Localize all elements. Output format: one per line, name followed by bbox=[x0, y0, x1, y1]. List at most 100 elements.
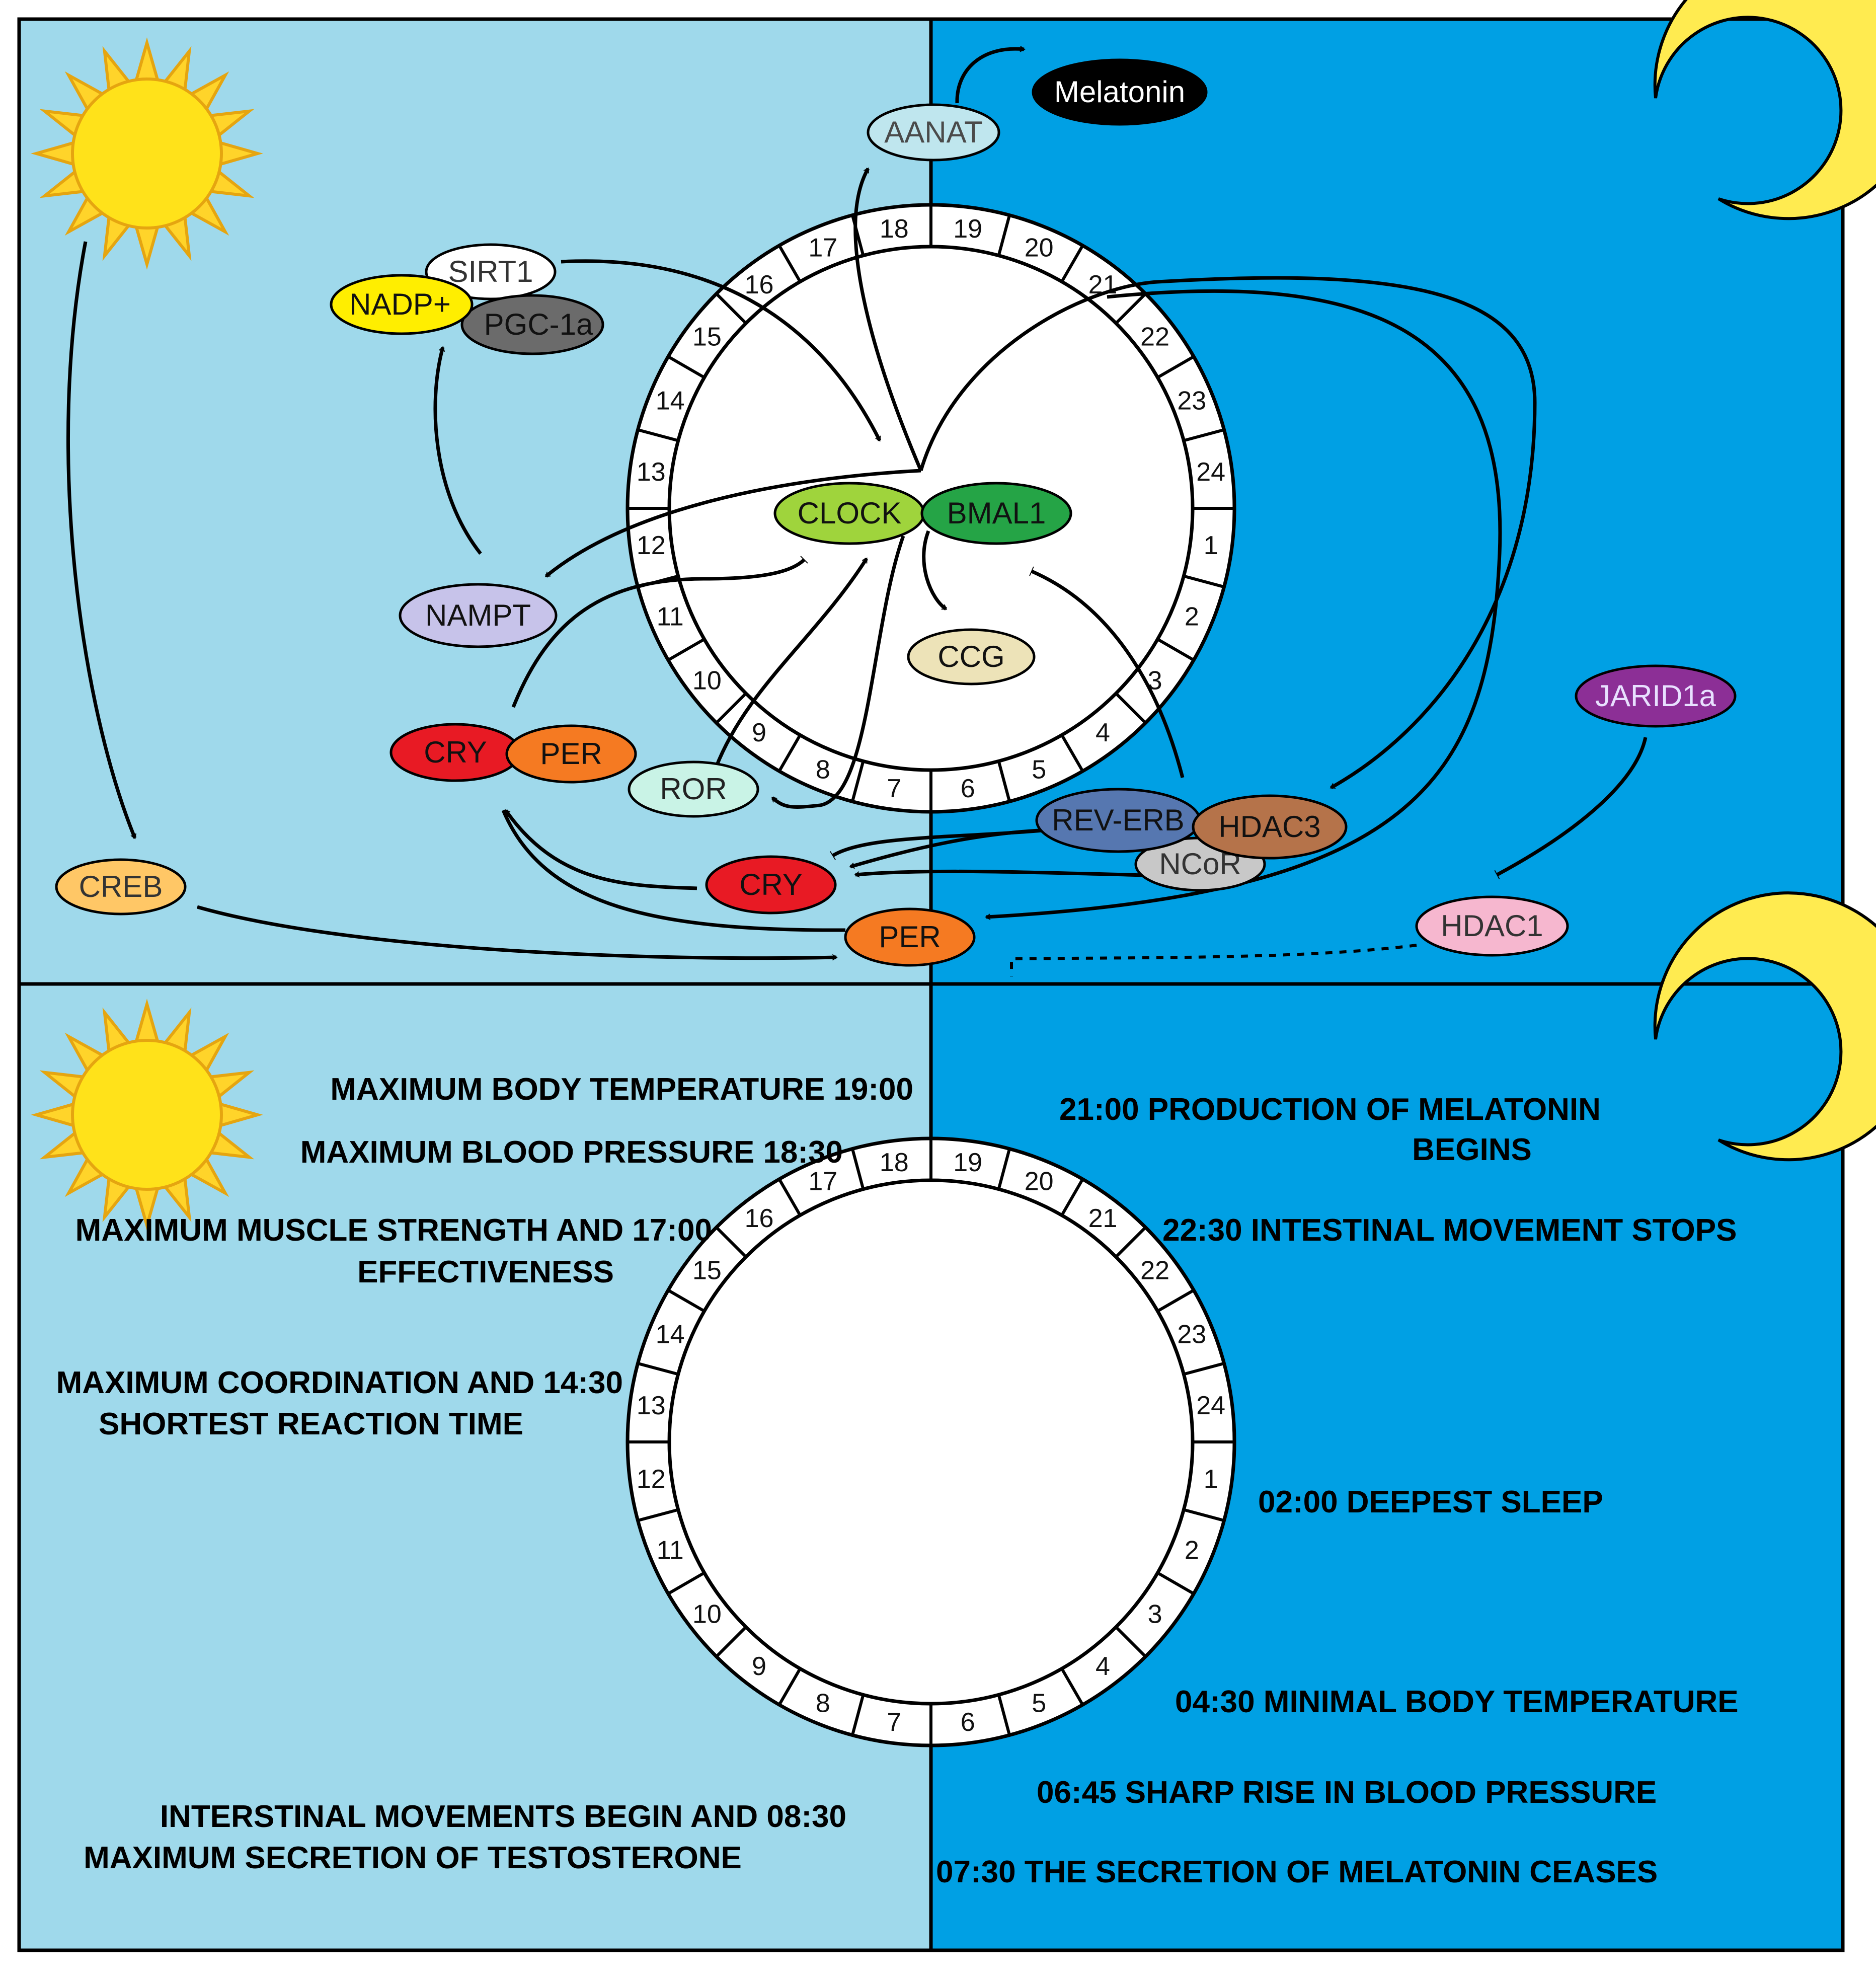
clock-hour-label: 24 bbox=[1196, 458, 1225, 487]
nadp-node: NADP+ bbox=[330, 274, 474, 335]
clock-divider bbox=[637, 1508, 679, 1522]
nampt-node: NAMPT bbox=[399, 583, 558, 648]
clock-hour-label: 8 bbox=[816, 1689, 830, 1718]
pgc1a-node: PGC-1a bbox=[460, 294, 604, 355]
svg-text:HDAC3: HDAC3 bbox=[1218, 810, 1320, 844]
svg-text:CLOCK: CLOCK bbox=[798, 496, 902, 530]
arrow-sirt1-to-clock bbox=[561, 259, 882, 442]
clock-divider bbox=[777, 734, 802, 772]
sirt1-node: SIRT1 bbox=[425, 243, 557, 300]
svg-text:SIRT1: SIRT1 bbox=[448, 255, 533, 288]
clock-divider bbox=[997, 760, 1011, 802]
clock-divider bbox=[1156, 1571, 1195, 1595]
clock-hour-label: 13 bbox=[637, 1391, 666, 1420]
clock-hour-label: 21 bbox=[1088, 1204, 1118, 1233]
clock-hour-label: 6 bbox=[961, 774, 975, 803]
arrow-sun-to-creb bbox=[66, 241, 137, 840]
svg-text:CREB: CREB bbox=[79, 870, 163, 903]
note-intestinal-movements: INTERSTINAL MOVEMENTS BEGIN AND 08:30 bbox=[160, 1799, 846, 1834]
clock-divider bbox=[667, 638, 706, 662]
svg-text:HDAC1: HDAC1 bbox=[1441, 909, 1543, 943]
clock-hour-label: 10 bbox=[692, 666, 722, 696]
clock-hour-label: 18 bbox=[880, 1148, 909, 1177]
clock-hour-label: 4 bbox=[1096, 1652, 1110, 1681]
clock-hour-label: 6 bbox=[961, 1708, 975, 1737]
bmal1-node: BMAL1 bbox=[920, 482, 1072, 545]
clock-divider bbox=[777, 1667, 802, 1706]
clock-hour-label: 8 bbox=[816, 755, 830, 784]
clock-hour-label: 4 bbox=[1096, 718, 1110, 747]
svg-text:PER: PER bbox=[540, 737, 602, 771]
note-effectiveness: EFFECTIVENESS bbox=[357, 1255, 614, 1289]
clock-hour-label: 20 bbox=[1025, 1167, 1054, 1196]
inhibit-jarid1a-to-hdac1 bbox=[1494, 737, 1648, 880]
note-melatonin-production: 21:00 PRODUCTION OF MELATONIN bbox=[1059, 1092, 1601, 1127]
clock-divider bbox=[1115, 1226, 1147, 1258]
aanat-node: AANAT bbox=[867, 103, 1000, 162]
moon-icon bbox=[1653, 0, 1876, 220]
inhibit-cryper-to-clock bbox=[511, 556, 808, 708]
clock-divider bbox=[1183, 1362, 1225, 1376]
cry-node-bottom: CRY bbox=[705, 855, 837, 915]
clock-divider bbox=[1060, 734, 1084, 772]
clock-hour-label: 17 bbox=[808, 234, 837, 263]
clock-hour-label: 1 bbox=[1204, 531, 1218, 560]
clock-hour-label: 7 bbox=[887, 1708, 901, 1737]
clock-divider bbox=[1060, 245, 1084, 283]
melatonin-node: Melatonin bbox=[1032, 58, 1208, 126]
creb-node: CREB bbox=[55, 858, 187, 916]
clock-hour-label: 9 bbox=[752, 718, 766, 747]
clock-divider bbox=[637, 1362, 679, 1376]
note-blood-pressure-rise: 06:45 SHARP RISE IN BLOOD PRESSURE bbox=[1037, 1775, 1657, 1810]
clock-hour-label: 3 bbox=[1148, 1600, 1162, 1629]
clock-divider bbox=[1156, 638, 1195, 662]
note-deepest-sleep: 02:00 DEEPEST SLEEP bbox=[1258, 1485, 1603, 1519]
svg-text:NAMPT: NAMPT bbox=[425, 598, 531, 632]
note-coordination: MAXIMUM COORDINATION AND 14:30 bbox=[56, 1365, 623, 1400]
clock-hour-label: 20 bbox=[1025, 234, 1054, 263]
svg-text:CRY: CRY bbox=[424, 735, 487, 769]
clock-divider bbox=[715, 292, 747, 325]
clock-divider bbox=[1115, 292, 1147, 325]
clock-hour-label: 23 bbox=[1177, 386, 1206, 415]
arrow-cry-to-cryper bbox=[504, 809, 697, 890]
clock-hour-label: 22 bbox=[1140, 323, 1169, 352]
per-node-bottom: PER bbox=[844, 907, 976, 967]
clock-divider bbox=[851, 760, 865, 802]
clock-hour-label: 11 bbox=[657, 602, 684, 632]
clock-hour-label: 19 bbox=[953, 1148, 982, 1177]
svg-text:Melatonin: Melatonin bbox=[1054, 75, 1185, 109]
clock-hour-label: 12 bbox=[637, 531, 666, 560]
arrow-creb-to-per bbox=[197, 905, 838, 961]
clock-divider bbox=[715, 1226, 747, 1258]
svg-text:PER: PER bbox=[879, 920, 941, 954]
note-melatonin-begins: BEGINS bbox=[1412, 1132, 1532, 1167]
clock-hour-label: 14 bbox=[656, 1320, 685, 1349]
note-blood-pressure-max: MAXIMUM BLOOD PRESSURE 18:30 bbox=[300, 1135, 843, 1170]
clock-hour-label: 22 bbox=[1140, 1256, 1169, 1285]
nighttime-notes: 21:00 PRODUCTION OF MELATONIN BEGINS 22:… bbox=[936, 1092, 1739, 1889]
arrow-clock-to-aanat bbox=[853, 167, 923, 472]
clock-divider bbox=[777, 245, 802, 283]
ror-node: ROR bbox=[628, 760, 759, 818]
svg-text:AANAT: AANAT bbox=[884, 115, 983, 149]
clock-divider bbox=[851, 1694, 865, 1736]
sun-icon bbox=[31, 37, 263, 270]
moon-icon bbox=[1653, 891, 1876, 1162]
clock-divider bbox=[637, 428, 679, 442]
svg-text:JARID1a: JARID1a bbox=[1595, 679, 1716, 713]
clock-divider bbox=[1183, 574, 1225, 588]
clock-hour-label: 2 bbox=[1185, 1536, 1199, 1565]
clock-hour-label: 24 bbox=[1196, 1391, 1225, 1420]
arrow-reverb-to-cry bbox=[849, 827, 1067, 869]
arrow-ror-to-clock bbox=[713, 557, 868, 772]
note-intestinal-stop: 22:30 INTESTINAL MOVEMENT STOPS bbox=[1162, 1213, 1737, 1248]
arrow-aanat-to-melatonin bbox=[955, 46, 1026, 104]
clock-hour-label: 12 bbox=[637, 1465, 666, 1494]
svg-text:CRY: CRY bbox=[739, 868, 803, 901]
clock-divider bbox=[667, 1288, 706, 1313]
clock-divider bbox=[1183, 1508, 1225, 1522]
clock-hour-label: 19 bbox=[953, 214, 982, 244]
